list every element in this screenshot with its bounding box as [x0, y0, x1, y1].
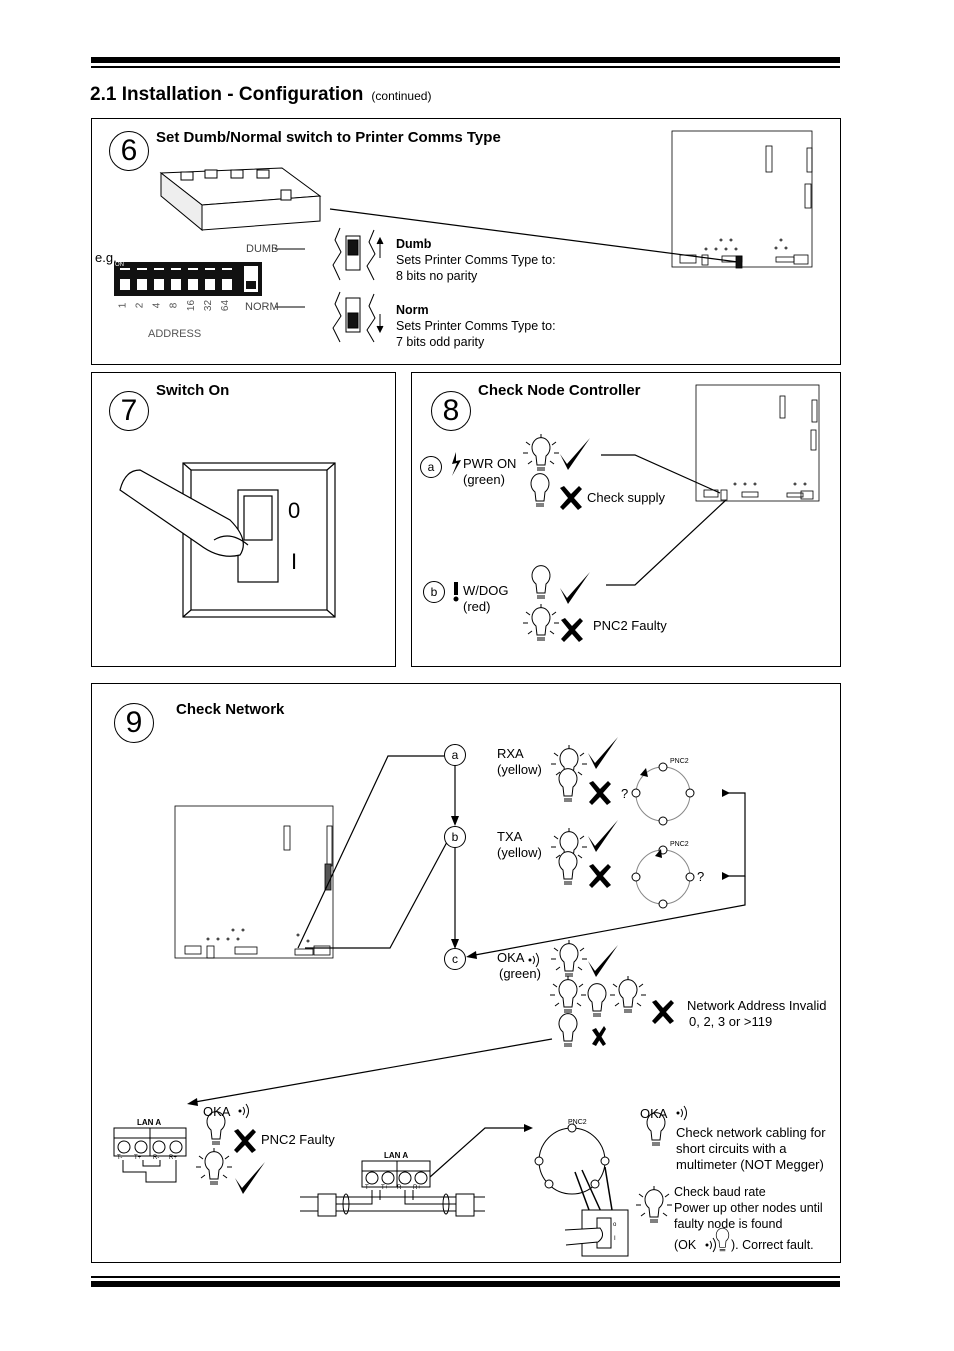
- top-rule: [91, 57, 840, 63]
- signal-icon: [705, 1237, 716, 1253]
- pnc2-faulty-label: PNC2 Faulty: [261, 1132, 335, 1147]
- lan-a-label: LAN A: [384, 1151, 409, 1160]
- bulb-off-icon: [558, 768, 578, 802]
- step-9-panel: [91, 683, 841, 1263]
- continued-note: (continued): [371, 89, 432, 103]
- lan-a-label: LAN A: [137, 1118, 162, 1127]
- bulb-lit-icon: [549, 975, 587, 1013]
- switch-off-mark: 0: [288, 498, 301, 523]
- pnc2-ring-label: PNC2: [670, 841, 689, 848]
- address-label: ADDRESS: [148, 328, 202, 340]
- dip-block-illustration: [159, 167, 322, 232]
- signal-icon: [676, 1105, 687, 1121]
- cross-icon: [234, 1129, 256, 1153]
- switch-on-mark: I: [291, 549, 298, 574]
- step-8-panel: [411, 372, 841, 667]
- cross-icon: [652, 1000, 674, 1024]
- bulb-off-icon: [558, 1013, 578, 1047]
- step-9-c-marker: c: [444, 948, 466, 970]
- pcb-board-icon: [695, 384, 820, 502]
- step-9-number: 9: [114, 703, 154, 743]
- pnc2-faulty-label: PNC2 Faulty: [593, 618, 667, 633]
- step-8-number: 8: [431, 391, 471, 431]
- lan-a-terminal-left: [113, 1127, 187, 1183]
- rxa-label: RXA(yellow): [497, 746, 542, 777]
- norm-description: Norm Sets Printer Comms Type to: 7 bits …: [396, 303, 556, 349]
- top-rule-thin: [91, 66, 840, 68]
- pwr-on-label: PWR ON(green): [463, 456, 517, 487]
- signal-icon: [238, 1103, 249, 1119]
- dumb-description: Dumb Sets Printer Comms Type to: 8 bits …: [396, 237, 556, 283]
- oka-left-label: OKA: [203, 1104, 231, 1119]
- switch-off-mark: o: [613, 1222, 617, 1228]
- bottom-rule: [91, 1281, 840, 1287]
- step-8-b-marker: b: [423, 581, 445, 603]
- bulb-lit-icon: [635, 1185, 673, 1223]
- bulb-lit-icon: [609, 975, 647, 1013]
- dumb-switch-icon: [332, 227, 384, 281]
- question-mark: ?: [697, 869, 705, 884]
- signal-icon: [528, 952, 539, 968]
- step-8-a-marker: a: [420, 456, 442, 478]
- bulb-off-icon: [587, 983, 607, 1017]
- step-8-title: Check Node Controller: [478, 382, 641, 399]
- tick-icon: [588, 820, 618, 852]
- step-7-panel: [91, 372, 396, 667]
- pcb-board-icon: [174, 805, 334, 959]
- eg-label: e.g.: [95, 250, 117, 265]
- pnc2-ring-label: PNC2: [568, 1119, 587, 1126]
- oka-label: OKA(green): [497, 950, 541, 981]
- page-title: 2.1 Installation - Configuration(continu…: [90, 84, 432, 105]
- exclamation-icon: [454, 582, 458, 595]
- bottom-rule-thin: [91, 1276, 840, 1278]
- bulb-off-icon: [558, 851, 578, 885]
- norm-switch-icon: [332, 291, 384, 343]
- cross-icon: [589, 781, 611, 805]
- tick-icon: [235, 1162, 265, 1194]
- pcb-board-icon: [671, 130, 813, 269]
- bulb-lit-icon: [195, 1147, 233, 1185]
- step-6-number: 6: [109, 131, 149, 171]
- txa-label: TXA(yellow): [497, 829, 542, 860]
- cross-icon: [589, 864, 611, 888]
- step-9-title: Check Network: [176, 701, 285, 718]
- wall-switch-icon: [564, 1209, 629, 1257]
- step-7-title: Switch On: [156, 382, 230, 399]
- norm-tag: NORM: [245, 301, 279, 313]
- bulb-lit-icon: [550, 939, 588, 977]
- check-supply-label: Check supply: [587, 490, 666, 505]
- switch-on-mark: I: [614, 1236, 616, 1242]
- question-mark: ?: [621, 786, 629, 801]
- dumb-tag: DUMB: [246, 243, 279, 255]
- tick-icon: [588, 737, 618, 769]
- ok-open: (OK: [674, 1238, 697, 1252]
- oka-right-label: OKA: [640, 1106, 668, 1121]
- on-label: ON: [115, 262, 124, 268]
- pnc2-ring-label: PNC2: [670, 758, 689, 765]
- step-7-number: 7: [109, 391, 149, 431]
- wdog-label: W/DOG(red): [463, 583, 509, 614]
- step-6-panel: [91, 118, 841, 365]
- lan-a-terminal-middle: [300, 1160, 485, 1217]
- tick-icon: [588, 945, 618, 977]
- lightning-icon: [452, 452, 461, 476]
- step-9-a-marker: a: [444, 744, 466, 766]
- step-9-b-marker: b: [444, 826, 466, 848]
- pnc2-ring-diagram: [635, 766, 691, 905]
- step-6-title: Set Dumb/Normal switch to Printer Comms …: [156, 129, 501, 146]
- correct-fault-note: ). Correct fault.: [731, 1238, 814, 1252]
